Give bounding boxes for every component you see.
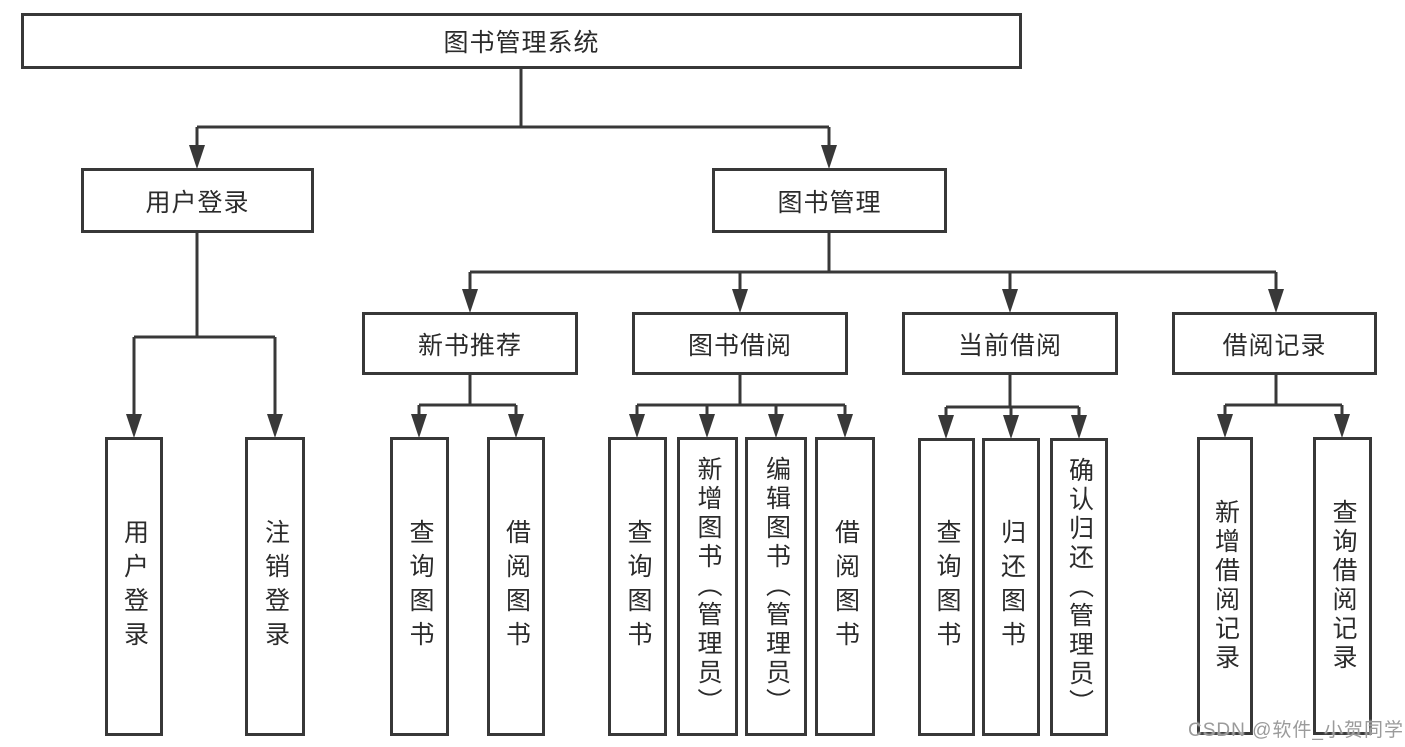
- node-logout: 注销登录: [245, 437, 305, 736]
- arrowhead-icons: [126, 145, 1350, 439]
- node-return-books: 归还图书: [982, 438, 1040, 736]
- node-borrowing-records: 借阅记录: [1172, 312, 1377, 375]
- node-add-books-admin: 新增图书（管理员）: [677, 437, 738, 736]
- node-new-book-recommendation: 新书推荐: [362, 312, 578, 375]
- node-confirm-return-admin: 确认归还（管理员）: [1050, 438, 1108, 736]
- node-query-books-current: 查询图书: [918, 438, 975, 736]
- node-current-borrowing: 当前借阅: [902, 312, 1118, 375]
- node-edit-books-admin: 编辑图书（管理员）: [745, 437, 807, 736]
- node-query-borrow-record: 查询借阅记录: [1313, 437, 1372, 735]
- node-add-borrow-record: 新增借阅记录: [1197, 437, 1253, 735]
- node-borrow-books-recommend: 借阅图书: [487, 437, 545, 736]
- node-user-login: 用户登录: [105, 437, 163, 736]
- node-library-management-system: 图书管理系统: [21, 13, 1022, 69]
- node-query-books-recommend: 查询图书: [390, 437, 449, 736]
- node-book-management: 图书管理: [712, 168, 947, 233]
- node-user-login-group: 用户登录: [81, 168, 314, 233]
- node-book-borrowing: 图书借阅: [632, 312, 848, 375]
- watermark: CSDN @软件_小贺同学: [1188, 720, 1404, 741]
- node-borrow-books: 借阅图书: [815, 437, 875, 736]
- node-query-books-borrowing: 查询图书: [608, 437, 667, 736]
